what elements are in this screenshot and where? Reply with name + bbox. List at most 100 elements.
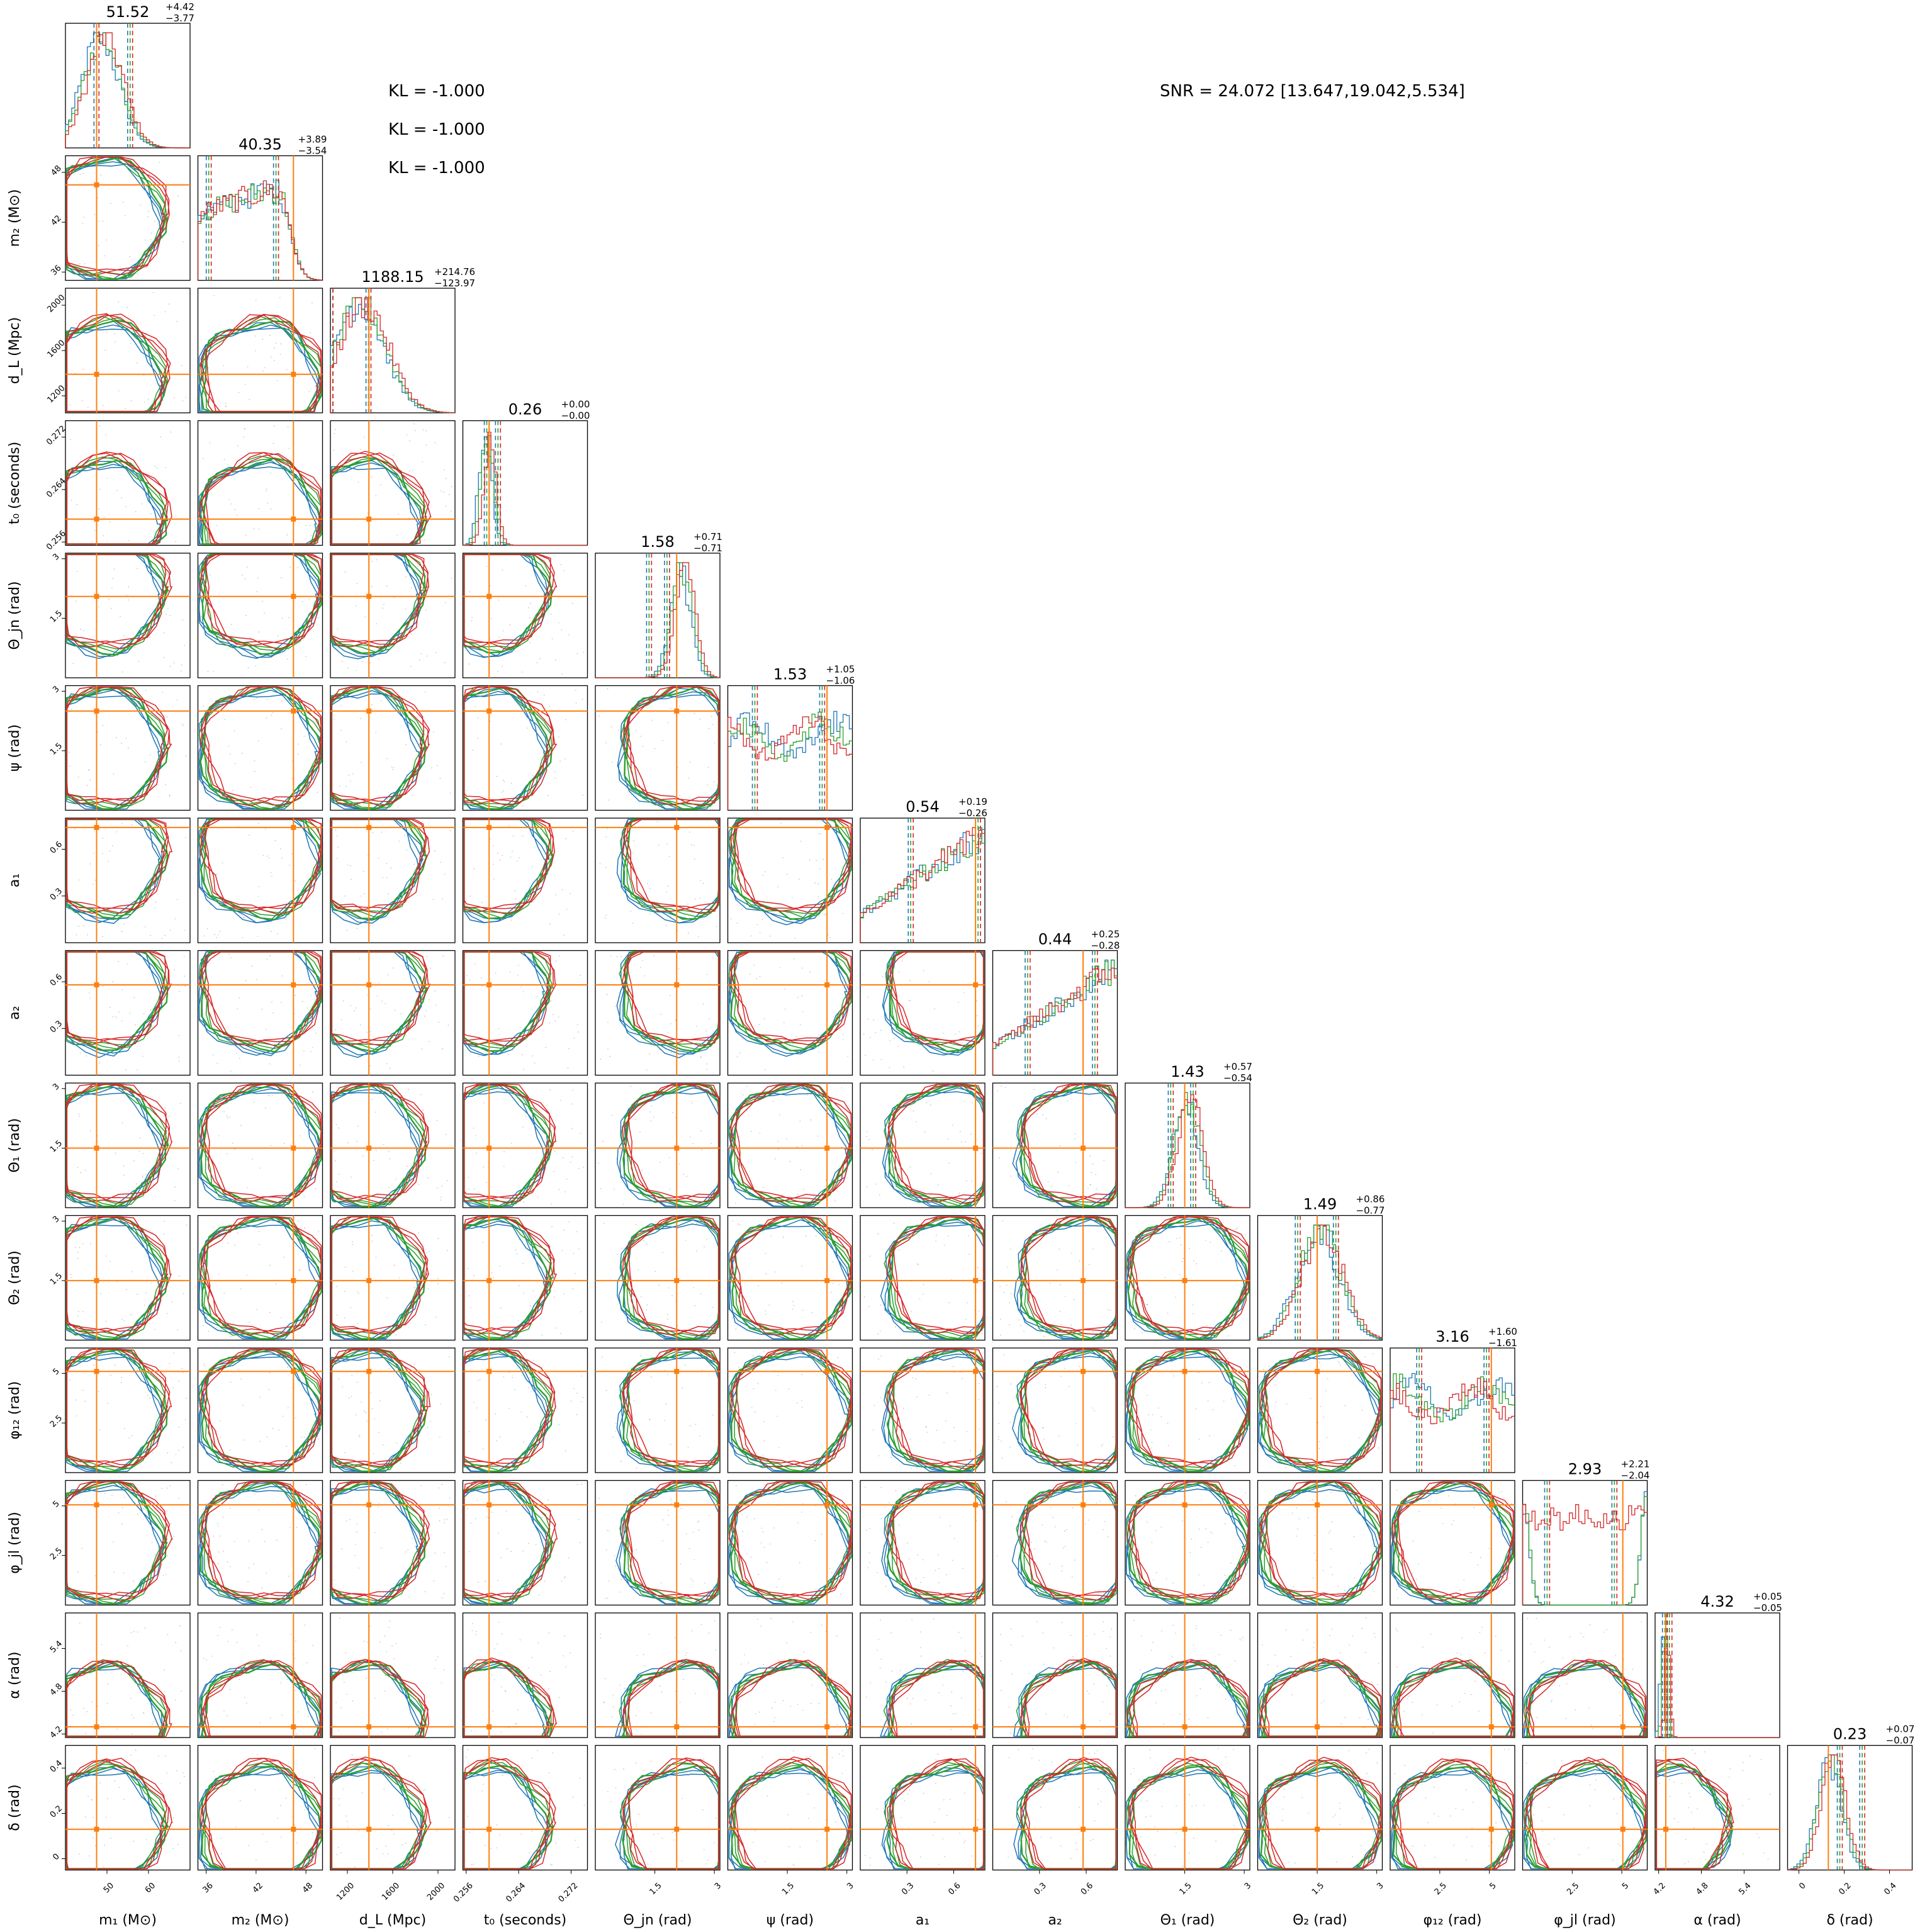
contour-panel-10-3: [462, 1347, 588, 1473]
sample-point: [177, 195, 179, 197]
sample-point: [474, 963, 476, 965]
sample-point: [1496, 1701, 1497, 1703]
sample-point: [1374, 1636, 1376, 1638]
sample-point: [600, 1637, 601, 1639]
sample-point: [568, 1557, 570, 1559]
histogram-series-2: [1125, 1094, 1250, 1208]
sample-point: [207, 671, 209, 672]
sample-point: [438, 1487, 440, 1489]
sample-point: [74, 373, 76, 374]
sample-point: [1036, 1621, 1038, 1622]
sample-point: [784, 1008, 786, 1010]
sample-point: [497, 852, 498, 854]
sample-point: [367, 1641, 369, 1643]
sample-point: [1221, 1250, 1222, 1252]
sample-point: [1353, 1502, 1354, 1503]
sample-point: [481, 977, 482, 979]
sample-point: [121, 743, 122, 744]
sample-point: [1045, 1384, 1047, 1385]
sample-point: [239, 1800, 241, 1802]
sample-point: [689, 761, 691, 763]
sample-point: [1623, 1658, 1625, 1660]
sample-point: [980, 1656, 982, 1657]
sample-point: [748, 1303, 750, 1305]
sample-point: [222, 1484, 223, 1486]
sample-point: [281, 700, 283, 702]
sample-point: [121, 1020, 123, 1021]
sample-point: [1182, 1865, 1184, 1867]
sample-point: [384, 1635, 386, 1637]
sample-point: [1339, 1489, 1341, 1491]
sample-point: [167, 1452, 169, 1454]
sample-point: [972, 1102, 973, 1104]
sample-point: [1395, 1628, 1397, 1630]
sample-point: [160, 436, 162, 437]
sample-point: [1075, 1842, 1077, 1844]
sample-point: [181, 724, 183, 725]
sample-point: [598, 1162, 600, 1164]
contour-series-1: [623, 1482, 720, 1605]
sample-point: [1102, 1444, 1103, 1446]
sample-point: [312, 1091, 314, 1092]
contour-panel-9-2: [330, 1215, 456, 1341]
sample-point: [281, 1714, 283, 1716]
sample-point: [111, 1495, 113, 1497]
sample-point: [879, 1194, 880, 1196]
sample-point: [104, 1845, 105, 1846]
sample-point: [576, 653, 578, 654]
sample-point: [249, 313, 250, 315]
sample-point: [919, 1631, 921, 1633]
sample-point: [444, 661, 446, 663]
sample-point: [1067, 1100, 1069, 1102]
sample-point: [634, 1016, 636, 1018]
sample-point: [478, 1055, 480, 1057]
sample-point: [1337, 1585, 1339, 1587]
sample-point: [695, 1692, 697, 1694]
sample-point: [548, 1632, 549, 1634]
contour-series-2: [202, 1216, 322, 1333]
sample-point: [244, 578, 246, 580]
sample-point: [178, 1035, 180, 1036]
sample-point: [375, 1257, 377, 1259]
sample-point: [441, 1185, 443, 1187]
sample-point: [386, 1297, 388, 1299]
sample-point: [336, 1314, 338, 1316]
sample-point: [147, 398, 149, 400]
sample-point: [963, 992, 965, 993]
sample-point: [648, 1634, 650, 1635]
sample-point: [106, 1255, 107, 1257]
truth-marker: [291, 1278, 296, 1283]
contour-panel-7-6: [860, 950, 986, 1076]
sample-point: [801, 967, 803, 969]
sample-point: [361, 895, 362, 897]
sample-point: [578, 1168, 580, 1169]
sample-point: [270, 1145, 271, 1147]
sample-point: [261, 648, 262, 649]
sample-point: [442, 955, 444, 957]
contour-panel-4-1: [197, 553, 323, 678]
sample-point: [365, 1412, 367, 1413]
sample-point: [1189, 1248, 1190, 1250]
sample-point: [698, 1529, 700, 1530]
panel-frame: [860, 1082, 986, 1208]
sample-point: [356, 1140, 358, 1142]
sample-point: [838, 1753, 840, 1755]
sample-point: [742, 1094, 744, 1096]
sample-point: [650, 1761, 652, 1762]
sample-point: [543, 694, 545, 696]
histogram-title-minus: −123.97: [434, 278, 475, 289]
sample-point: [502, 790, 504, 792]
sample-point: [787, 912, 789, 914]
sample-point: [147, 1395, 149, 1396]
sample-point: [79, 174, 81, 176]
sample-point: [374, 1532, 376, 1534]
sample-point: [230, 957, 232, 958]
sample-point: [131, 1714, 133, 1716]
sample-point: [483, 1783, 484, 1785]
sample-point: [89, 997, 91, 999]
y-tick-label: 5: [51, 1367, 61, 1377]
sample-point: [486, 1182, 488, 1184]
sample-point: [473, 1127, 475, 1129]
sample-point: [523, 1201, 525, 1203]
sample-point: [338, 1846, 339, 1848]
